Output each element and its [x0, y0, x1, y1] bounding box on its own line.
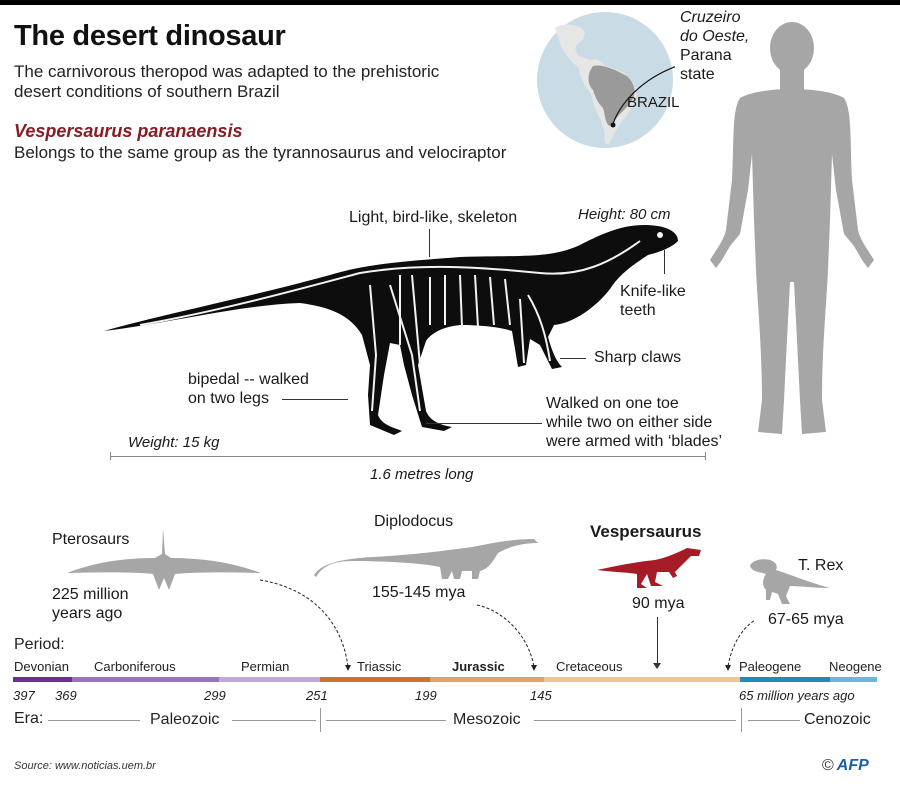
teeth-leader-line [664, 250, 665, 274]
dinosaur-skeleton-icon [104, 225, 678, 435]
period-carboniferous: Carboniferous [94, 659, 176, 674]
period-heading: Period: [14, 636, 65, 653]
bar-triassic [320, 677, 430, 682]
period-paleogene: Paleogene [739, 659, 802, 674]
era-divider [320, 708, 321, 732]
bipedal-leader-line [282, 399, 348, 400]
globe-map-icon [537, 12, 675, 148]
length-callout: 1.6 metres long [370, 466, 474, 483]
bar-carboniferous [72, 677, 219, 682]
era-cenozoic: Cenozoic [804, 711, 871, 728]
timeline-pointer-arrows [259, 579, 755, 671]
height-callout: Height: 80 cm [578, 206, 671, 223]
era-mesozoic: Mesozoic [453, 711, 521, 728]
brazil-label: BRAZIL [627, 94, 680, 111]
page-title: The desert dinosaur [14, 20, 286, 52]
length-scale-tick-right [705, 452, 706, 460]
bar-jurassic [430, 677, 544, 682]
human-silhouette-icon [710, 22, 874, 434]
skeleton-callout: Light, bird-like, skeleton [349, 209, 518, 226]
agency-name: AFP [836, 757, 869, 774]
bar-neogene [830, 677, 877, 682]
era-line [48, 720, 140, 721]
claws-callout: Sharp claws [594, 349, 682, 366]
tick-251: 251 [306, 688, 328, 703]
era-divider [741, 708, 742, 732]
toe-line-2: while two on either side [546, 414, 713, 431]
era-line [534, 720, 736, 721]
location-line-2: do Oeste, [680, 28, 750, 45]
tick-145: 145 [530, 688, 552, 703]
tick-65: 65 million years ago [739, 688, 855, 703]
bar-paleogene [740, 677, 830, 682]
pterosaurs-age-line-2: years ago [52, 605, 123, 622]
pterosaurs-label: Pterosaurs [52, 531, 130, 548]
tick-397: 397 [13, 688, 35, 703]
toe-callout: Walked on one toe while two on either si… [546, 394, 722, 451]
pterosaurs-age: 225 million years ago [52, 585, 128, 623]
trex-age: 67-65 mya [768, 611, 844, 628]
location-callout: Cruzeiro do Oeste, Parana state [680, 8, 749, 84]
source-credit: Source: www.noticias.uem.br [14, 760, 156, 772]
period-neogene: Neogene [829, 659, 882, 674]
bar-cretaceous [544, 677, 740, 682]
teeth-line-2: teeth [620, 302, 656, 319]
tick-299: 299 [204, 688, 226, 703]
era-heading: Era: [14, 710, 44, 727]
vespersaurus-silhouette-icon [597, 548, 701, 588]
location-line-4: state [680, 66, 715, 83]
vespersaurus-age: 90 mya [632, 595, 685, 612]
skeleton-leader-line [429, 229, 430, 257]
tick-369: 369 [55, 688, 77, 703]
subtitle: The carnivorous theropod was adapted to … [14, 62, 514, 102]
tick-199: 199 [415, 688, 437, 703]
teeth-line-1: Knife-like [620, 283, 686, 300]
era-line [232, 720, 316, 721]
teeth-callout: Knife-like teeth [620, 282, 686, 320]
toe-line-3: were armed with ‘blades’ [546, 433, 723, 450]
subtitle-line-2: desert conditions of southern Brazil [14, 82, 280, 101]
trex-label: T. Rex [798, 557, 844, 574]
subtitle-line-1: The carnivorous theropod was adapted to … [14, 62, 440, 81]
trex-silhouette-icon [750, 559, 830, 604]
toe-leader-line [426, 423, 542, 424]
period-triassic: Triassic [357, 659, 402, 674]
period-jurassic: Jurassic [452, 659, 505, 674]
diplodocus-silhouette-icon [314, 539, 538, 579]
period-devonian: Devonian [14, 659, 69, 674]
diplodocus-label: Diplodocus [374, 513, 454, 530]
afp-logo: ©AFP [822, 757, 869, 775]
location-line-1: Cruzeiro [680, 9, 741, 26]
bipedal-line-1: bipedal -- walked [188, 371, 309, 388]
copyright-symbol: © [822, 757, 834, 774]
bar-devonian [13, 677, 72, 682]
period-cretaceous: Cretaceous [556, 659, 623, 674]
diplodocus-age: 155-145 mya [372, 584, 466, 601]
era-line [748, 720, 800, 721]
group-description: Belongs to the same group as the tyranno… [14, 143, 507, 162]
species-name: Vespersaurus paranaensis [14, 121, 243, 141]
claws-leader-line [560, 358, 586, 359]
location-line-3: Parana [680, 47, 732, 64]
vespersaurus-label: Vespersaurus [590, 522, 702, 541]
length-scale-tick-left [110, 452, 111, 460]
top-bar [0, 0, 900, 5]
vespersaurus-pointer-line [657, 617, 658, 667]
bipedal-line-2: on two legs [188, 390, 269, 407]
period-permian: Permian [241, 659, 290, 674]
weight-callout: Weight: 15 kg [128, 434, 220, 451]
era-line [326, 720, 446, 721]
vespersaurus-pointer-arrow-icon [653, 663, 661, 669]
bipedal-callout: bipedal -- walked on two legs [188, 370, 309, 408]
length-scale-line [110, 456, 706, 457]
era-paleozoic: Paleozoic [150, 711, 220, 728]
pterosaurs-age-line-1: 225 million [52, 586, 129, 603]
bar-permian [219, 677, 320, 682]
toe-line-1: Walked on one toe [546, 395, 679, 412]
pterosaur-silhouette-icon [67, 528, 261, 590]
